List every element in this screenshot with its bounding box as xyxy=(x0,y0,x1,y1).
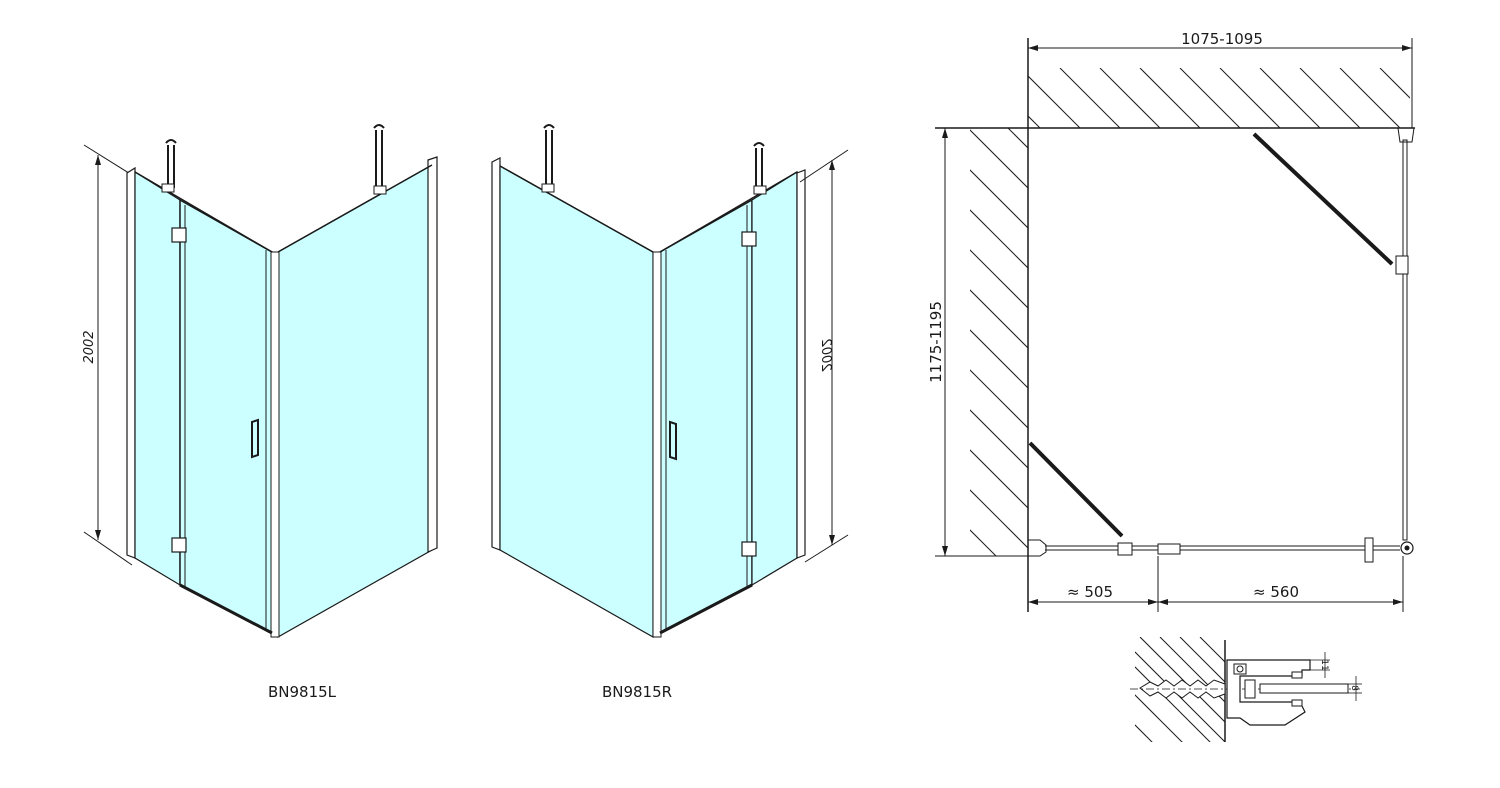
right-height-label: 2002 xyxy=(818,338,833,371)
left-support-bar-1 xyxy=(165,139,177,188)
left-corner-profile xyxy=(270,251,280,638)
right-wall-profile xyxy=(796,169,806,559)
left-height-dimension: 2002 xyxy=(82,144,133,566)
right-fixed-glass xyxy=(751,170,798,587)
right-height-dimension: 2002 xyxy=(799,149,849,563)
left-back-panel xyxy=(277,163,433,639)
left-door-glass xyxy=(179,198,273,635)
top-wall-hatching xyxy=(1028,68,1410,128)
plan-bottom-dimensions: ≈ 505 ≈ 560 xyxy=(1028,556,1404,612)
detail-wall-profile xyxy=(1226,659,1311,726)
right-corner-profile xyxy=(652,251,662,638)
left-right-wall-profile xyxy=(427,156,438,553)
left-model-label: BN9815L xyxy=(268,683,337,701)
left-wall-profile xyxy=(126,166,136,559)
plan-width-dimension: 1075-1095 xyxy=(1028,30,1413,128)
plan-side-panel xyxy=(1402,139,1408,541)
right-bottom-hinge xyxy=(741,541,757,557)
left-enclosure-view: 2002 BN9815L xyxy=(82,124,438,701)
plan-fixed-width-label: ≈ 505 xyxy=(1067,583,1113,601)
plan-view: 1075-1095 1175-1195 ≈ 505 ≈ 560 xyxy=(927,30,1415,612)
left-support-bar-2 xyxy=(373,124,385,190)
right-door-handle xyxy=(669,420,677,461)
right-support-bar-1 xyxy=(543,124,555,188)
right-left-wall-profile xyxy=(491,157,501,551)
left-door-handle xyxy=(251,418,259,459)
detail-dim-b-label: 8 xyxy=(1349,685,1359,691)
right-back-panel xyxy=(499,164,654,639)
detail-dim-a-label: 11 xyxy=(1319,659,1329,670)
right-support-bar-2 xyxy=(753,142,765,190)
right-enclosure-view: 2002 BN9815R xyxy=(491,124,849,701)
left-wall-hatching xyxy=(970,128,1028,556)
plan-door-width-label: ≈ 560 xyxy=(1253,583,1299,601)
profile-detail: 11 8 xyxy=(1130,637,1362,742)
left-top-hinge xyxy=(171,227,187,243)
left-height-label: 2002 xyxy=(82,330,97,363)
right-model-label: BN9815R xyxy=(602,683,672,701)
right-top-hinge xyxy=(741,231,757,247)
detail-glass xyxy=(1259,683,1349,694)
plan-depth-dimension: 1175-1195 xyxy=(927,128,1028,557)
plan-depth-label: 1175-1195 xyxy=(927,301,945,383)
plan-width-label: 1075-1095 xyxy=(1181,30,1263,48)
left-bottom-hinge xyxy=(171,537,187,553)
right-door-glass xyxy=(659,198,753,635)
